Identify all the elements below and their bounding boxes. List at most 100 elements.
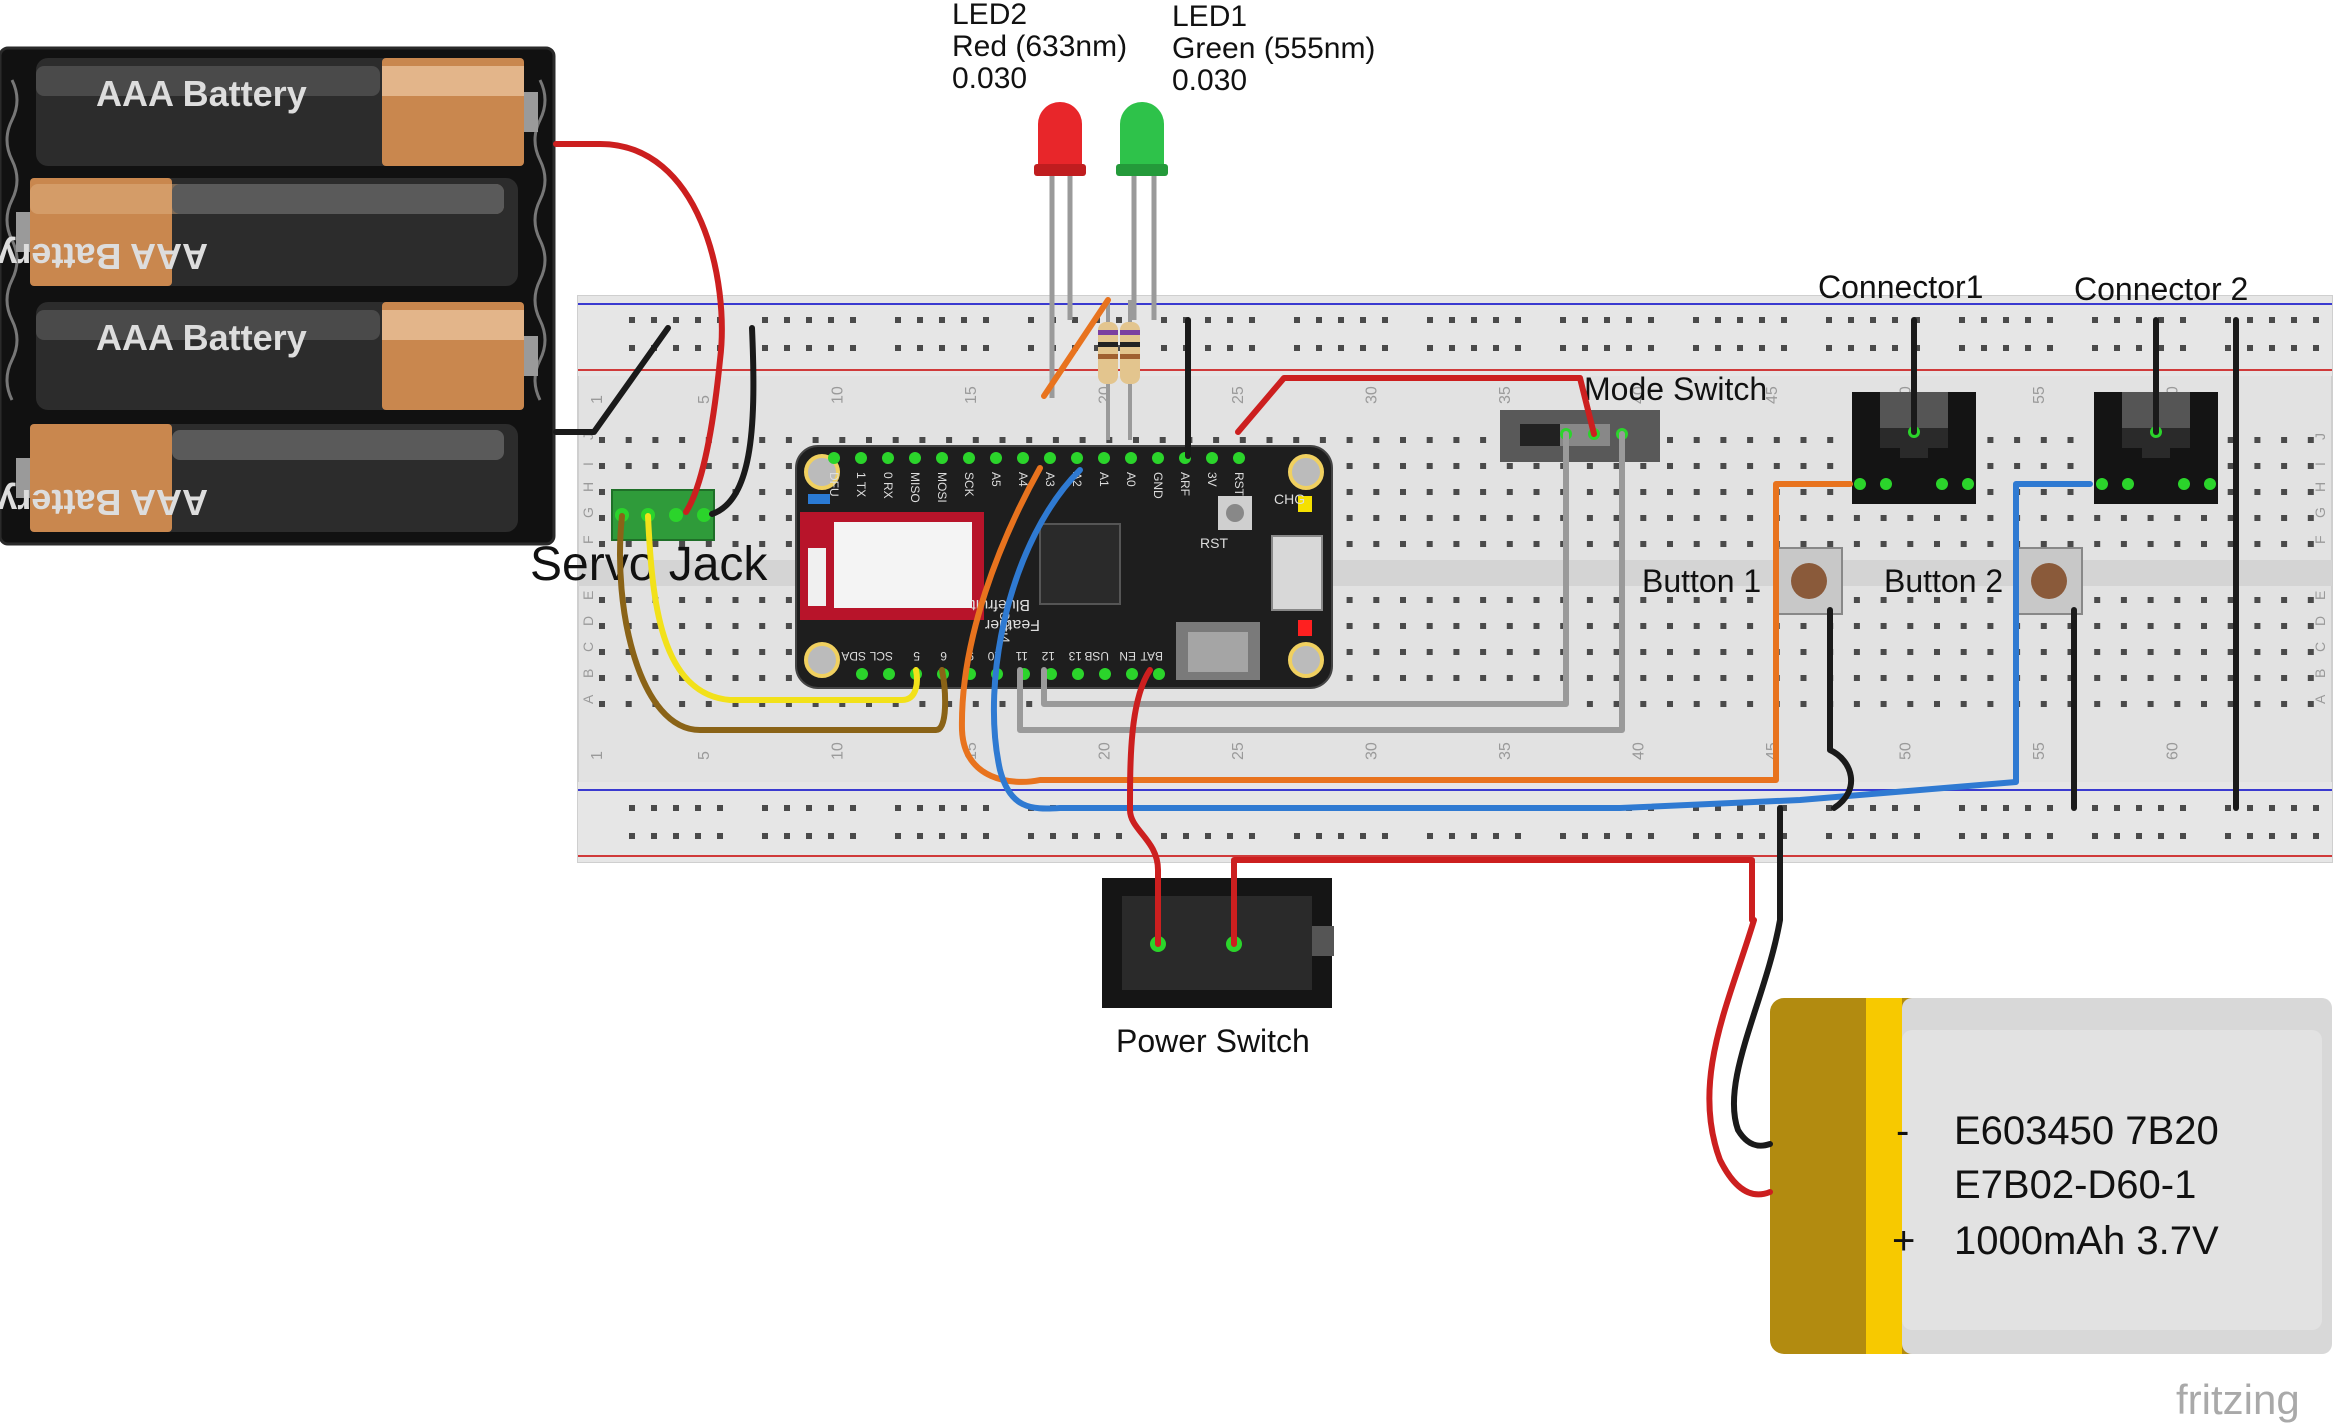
breadboard-hole [2201,515,2207,521]
breadboard-hole [1400,597,1406,603]
breadboard-rail-hole [2225,833,2231,839]
breadboard-hole [785,701,792,707]
breadboard-hole [1934,541,1940,547]
breadboard-hole [2254,701,2261,707]
breadboard-rail-hole [2291,833,2297,839]
breadboard-rail-hole [983,833,989,839]
breadboard-rail-hole [1582,317,1588,323]
breadboard-hole [1720,515,1727,521]
breadboard-hole [999,701,1006,707]
breadboard-hole [599,623,605,629]
breadboard-hole [2227,515,2234,521]
breadboard-hole [1934,649,1940,655]
breadboard-hole [1346,463,1353,469]
breadboard-hole [679,701,686,707]
breadboard-rail-hole [2291,805,2297,811]
breadboard-hole [1586,623,1593,629]
breadboard-column-number: 55 [2031,742,2048,760]
breadboard-hole [1667,489,1673,495]
breadboard-rail-hole [1781,345,1787,351]
breadboard-hole [1613,701,1620,707]
breadboard-hole [2307,541,2314,547]
battery-cell-label: AAA Battery [0,236,208,277]
breadboard-hole [1720,597,1727,603]
breadboard-rail-hole [2291,317,2297,323]
breadboard-hole [679,541,686,547]
feather-top-pin-label: A3 [1043,472,1057,487]
breadboard-hole [1533,675,1540,681]
breadboard-hole [2254,489,2261,495]
led-green [1116,102,1168,320]
wires [553,141,2239,1198]
breadboard-hole [1506,489,1513,495]
breadboard-hole [1667,515,1673,521]
breadboard-rail-hole [2003,805,2009,811]
breadboard-hole [1800,623,1807,629]
breadboard-rail-hole [1427,345,1433,351]
breadboard-hole [1480,489,1487,495]
breadboard-hole [1987,597,1994,603]
breadboard-rail-hole [2158,345,2164,351]
breadboard-hole [2281,437,2288,443]
breadboard-hole [2147,541,2154,547]
breadboard-column-number: 40 [1630,386,1647,404]
breadboard-hole [1453,649,1460,655]
breadboard-hole [2227,675,2234,681]
breadboard-hole [1720,649,1727,655]
breadboard-hole [1480,515,1487,521]
breadboard-rail-hole [1050,833,1056,839]
breadboard-hole [1026,437,1033,443]
breadboard-hole [919,437,926,443]
breadboard-hole [866,437,872,443]
breadboard-hole [1960,623,1967,629]
breadboard-hole [1693,701,1700,707]
breadboard-rail-hole [1205,345,1211,351]
breadboard-rail-hole [1759,833,1765,839]
breadboard-rail-hole [1715,833,1721,839]
breadboard-rail-hole [1848,805,1854,811]
breadboard-rail-hole [1161,345,1167,351]
breadboard-hole [2014,437,2021,443]
breadboard-hole [2147,623,2154,629]
breadboard-rail-hole [695,805,701,811]
breadboard-rail-hole [1338,317,1344,323]
breadboard-hole [2307,437,2314,443]
feather-label-rst: RST [1200,535,1228,551]
breadboard-hole [1133,437,1139,443]
breadboard-hole [1960,515,1967,521]
breadboard-rail-hole [784,317,790,323]
breadboard-hole [2174,541,2181,547]
breadboard-column-number: 5 [696,395,713,404]
breadboard-hole [2120,675,2127,681]
breadboard-column-number: 30 [1363,742,1380,760]
breadboard-rail-hole [2158,833,2164,839]
breadboard-hole [2040,463,2047,469]
power-switch-label: Power Switch [1116,1023,1310,1059]
breadboard-hole [652,623,659,629]
breadboard-hole [2040,649,2047,655]
breadboard-hole [2201,597,2207,603]
breadboard-rail-hole [1382,317,1388,323]
breadboard-hole [1426,463,1433,469]
breadboard-rail-hole [961,317,967,323]
breadboard-hole [2147,515,2154,521]
breadboard-rail-hole [1227,345,1233,351]
breadboard-rail-hole [1161,833,1167,839]
breadboard-rail-hole [1914,805,1920,811]
breadboard-hole [2227,437,2234,443]
breadboard-hole [625,701,632,707]
breadboard-hole [1453,541,1460,547]
breadboard-hole [705,597,712,603]
lipo-text-line3: 1000mAh 3.7V [1954,1219,2219,1263]
feather-top-pin-label: 0 RX [881,472,895,499]
breadboard-hole [759,623,766,629]
breadboard-hole [1693,623,1700,629]
breadboard-rail-hole [1648,317,1654,323]
breadboard-hole [2067,701,2074,707]
breadboard-row-letter: A [580,694,596,704]
breadboard-hole [785,541,792,547]
breadboard-column-number: 25 [1230,742,1247,760]
breadboard-column-number: 45 [1764,386,1781,404]
breadboard-rail-hole [2225,317,2231,323]
breadboard-rail-hole [2025,317,2031,323]
